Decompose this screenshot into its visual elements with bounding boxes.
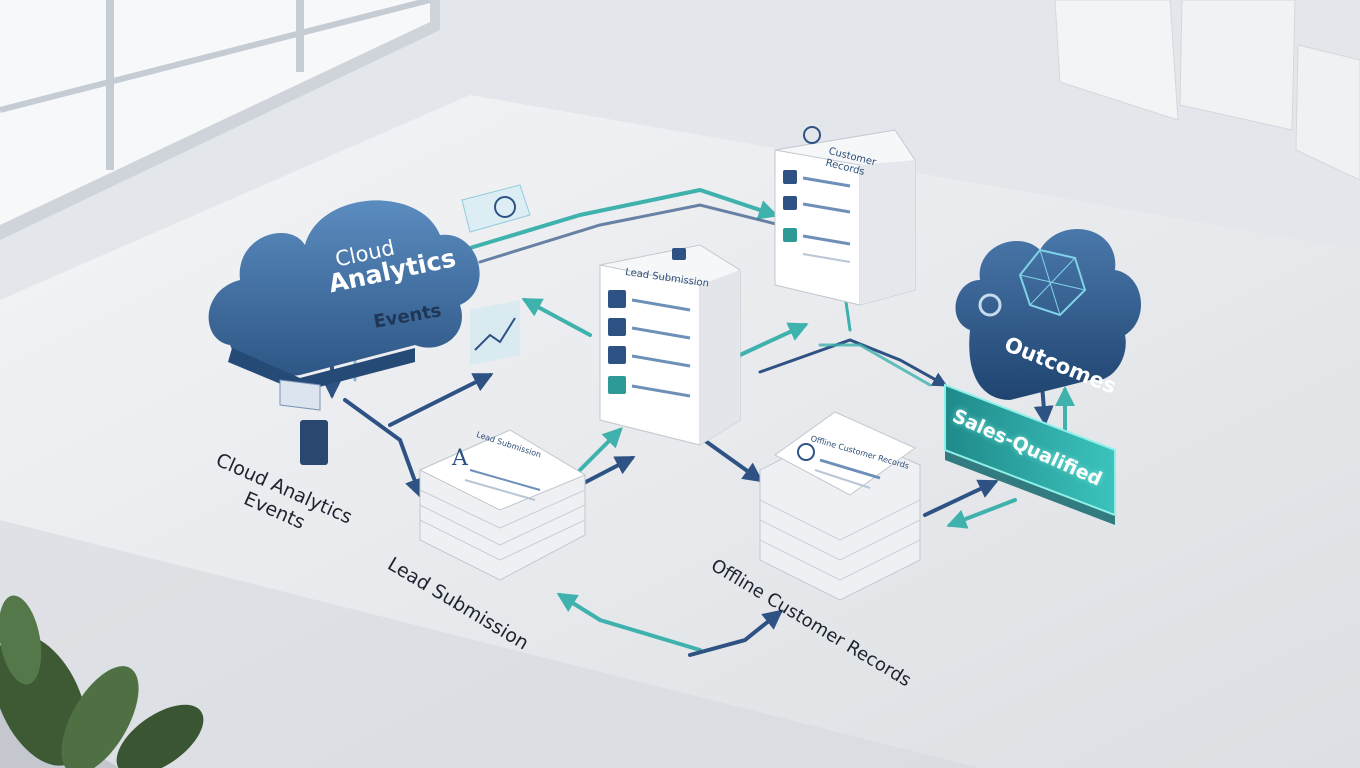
desk-shadow xyxy=(0,520,980,768)
cloud-sync-icon xyxy=(494,196,516,218)
outcomes-gear-icon xyxy=(978,293,1002,317)
customer-records-stack xyxy=(774,126,916,306)
arrow-bottom-left xyxy=(556,592,702,652)
plant-decoration xyxy=(0,595,204,768)
offline-gear-icon xyxy=(797,443,815,461)
arrow-middle-to-customer xyxy=(738,322,809,357)
arrow-middle-back xyxy=(521,298,592,337)
arrow-offline-to-sales xyxy=(923,479,999,517)
flow-arrows xyxy=(322,187,1075,657)
mid-icon-3 xyxy=(608,346,626,364)
arrow-to-sales-2 xyxy=(818,343,932,387)
record-icon-3 xyxy=(783,228,797,242)
lead-logo-icon: A xyxy=(451,446,469,471)
wall-papers xyxy=(1054,0,1360,181)
server-terminal-icon xyxy=(279,379,321,411)
sales-qualified-badge xyxy=(944,383,1116,525)
arrow-lead-to-middle xyxy=(578,456,636,487)
chart-panel-icon xyxy=(470,300,520,365)
server-box-icon xyxy=(300,420,328,465)
arrow-cloud-to-customer-records xyxy=(468,187,779,250)
arrow-to-middle xyxy=(388,373,494,427)
mid-icon-1 xyxy=(608,290,626,308)
home-icon xyxy=(672,248,686,260)
arrow-to-sales xyxy=(758,338,948,387)
arrow-lead-up xyxy=(578,427,623,472)
record-icon-1 xyxy=(783,170,797,184)
cloud-analytics-node xyxy=(208,184,531,465)
arrow-cloud-to-customer-records-2 xyxy=(478,203,782,264)
offline-records-stack xyxy=(759,411,921,601)
record-icon-2 xyxy=(783,196,797,210)
window xyxy=(0,0,440,240)
settings-icon xyxy=(803,126,821,144)
lead-submission-stack: A xyxy=(418,429,587,581)
arrow-events-to-lead xyxy=(343,398,424,499)
mid-icon-4 xyxy=(608,376,626,394)
middle-records-stack xyxy=(599,244,741,446)
outcomes-node xyxy=(955,228,1142,400)
mid-icon-2 xyxy=(608,318,626,336)
arrow-sales-back xyxy=(946,498,1017,529)
arrow-bottom-right xyxy=(688,609,784,657)
